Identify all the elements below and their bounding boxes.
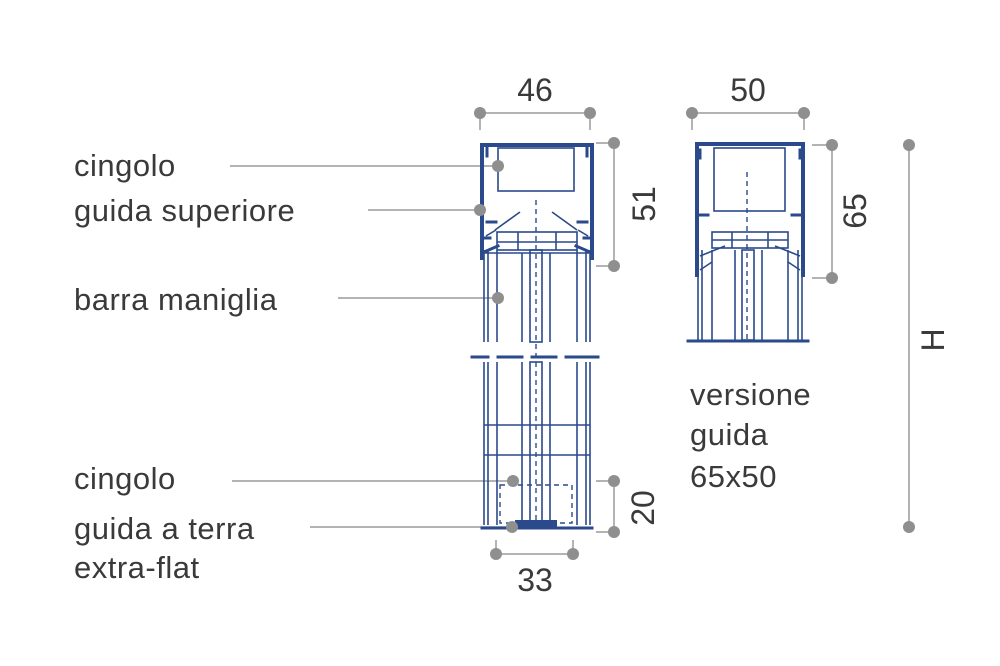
dim-dot bbox=[826, 272, 838, 284]
label-cingolo-top: cingolo bbox=[74, 148, 176, 183]
floor-guide-block bbox=[515, 520, 557, 529]
alt-profile bbox=[686, 142, 810, 343]
dim-dot bbox=[584, 107, 596, 119]
dim-dot bbox=[567, 548, 579, 560]
dim-dot bbox=[608, 260, 620, 272]
dim-total-height: H bbox=[915, 328, 951, 351]
main-profile bbox=[470, 143, 600, 530]
dim-width-main: 46 bbox=[517, 72, 553, 108]
dim-width-bottom: 33 bbox=[517, 562, 553, 598]
dim-dot bbox=[903, 521, 915, 533]
label-extra-flat: extra-flat bbox=[74, 550, 200, 585]
dim-height-top-alt: 65 bbox=[837, 193, 873, 229]
dim-dot bbox=[686, 107, 698, 119]
dim-width-alt: 50 bbox=[730, 72, 766, 108]
dim-dot bbox=[608, 137, 620, 149]
dim-dot bbox=[798, 107, 810, 119]
leader-dot bbox=[506, 521, 518, 533]
dim-dot bbox=[490, 548, 502, 560]
dim-height-top-main: 51 bbox=[626, 186, 662, 222]
version-line-1: versione bbox=[690, 377, 811, 412]
dim-dot bbox=[474, 107, 486, 119]
label-cingolo-bottom: cingolo bbox=[74, 461, 176, 496]
leader-dot bbox=[507, 475, 519, 487]
label-barra-maniglia: barra maniglia bbox=[74, 282, 278, 317]
dim-dot bbox=[903, 139, 915, 151]
leader-dot bbox=[492, 160, 504, 172]
version-line-2: guida bbox=[690, 417, 769, 452]
dim-dot bbox=[608, 475, 620, 487]
leader-dot bbox=[474, 204, 486, 216]
label-guida-a-terra: guida a terra bbox=[74, 511, 255, 546]
leader-dot bbox=[492, 292, 504, 304]
version-line-3: 65x50 bbox=[690, 459, 777, 494]
dim-dot bbox=[826, 139, 838, 151]
dim-dot bbox=[608, 526, 620, 538]
dim-height-bottom: 20 bbox=[625, 490, 661, 526]
label-guida-superiore: guida superiore bbox=[74, 193, 295, 228]
